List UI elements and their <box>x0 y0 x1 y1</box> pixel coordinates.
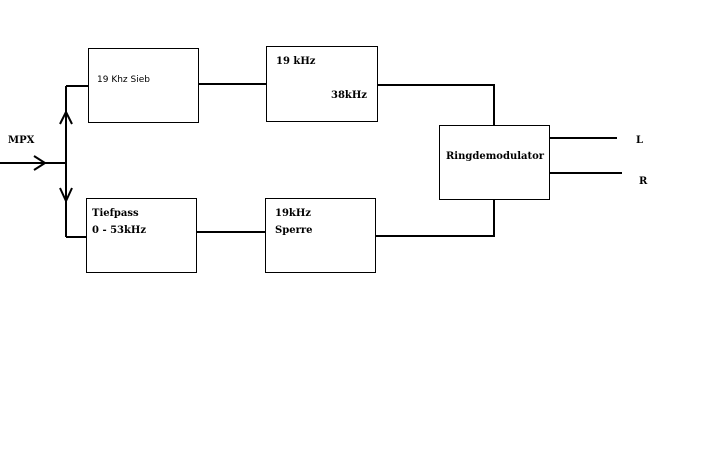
tiefpass-line1: Tiefpass <box>92 208 139 219</box>
tiefpass-block <box>86 198 197 273</box>
sperre-line2: Sperre <box>275 225 313 236</box>
output-r-label: R <box>639 176 648 187</box>
sieb-label: 19 Khz Sieb <box>97 75 150 85</box>
sperre-line1: 19kHz <box>275 208 311 219</box>
converter-block <box>266 46 378 122</box>
down-arrow <box>59 187 73 204</box>
ringdemod-block <box>439 125 550 200</box>
tiefpass-line2: 0 - 53kHz <box>92 225 147 236</box>
converter-bottom-label: 38kHz <box>331 90 367 101</box>
mpx-input-arrow <box>33 155 47 171</box>
converter-to-ringdemod-line <box>377 84 495 126</box>
up-arrow <box>59 109 73 125</box>
ringdemod-label: Ringdemodulator <box>446 151 545 162</box>
sperre-block <box>265 198 376 273</box>
converter-top-label: 19 kHz <box>276 56 316 67</box>
sperre-to-ringdemod-line <box>375 199 495 237</box>
sieb-block <box>88 48 199 123</box>
output-l-label: L <box>636 135 644 146</box>
mpx-label: MPX <box>8 135 35 146</box>
